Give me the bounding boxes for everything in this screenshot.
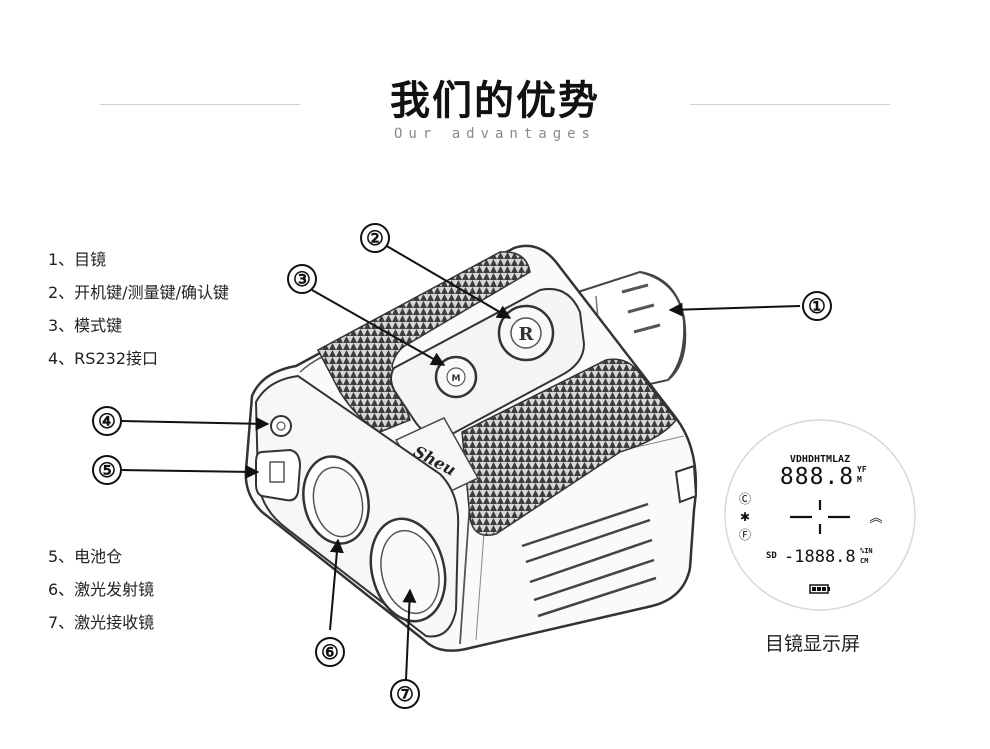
legend-item: 5、电池仓 (48, 547, 123, 566)
callout-7: ⑦ (390, 679, 420, 709)
callout-1: ① (802, 291, 832, 321)
callout-6: ⑥ (315, 637, 345, 667)
display-sd-unit-top: %IN (860, 547, 873, 555)
callout-5: ⑤ (92, 455, 122, 485)
legend-item: 2、开机键/测量键/确认键 (48, 283, 229, 302)
legend-top: 1、目镜 2、开机键/测量键/确认键 3、模式键 4、RS232接口 (48, 243, 229, 375)
legend-item: 7、激光接收镜 (48, 613, 155, 632)
legend-item: 3、模式键 (48, 316, 123, 335)
rs232-port (270, 415, 292, 437)
grip-panel-side (461, 358, 677, 536)
callout-number: ② (366, 226, 384, 250)
callout-number: ① (808, 294, 826, 318)
reticle-icon (790, 500, 850, 534)
display-sd-label: SD (766, 551, 777, 561)
legend-item: 1、目镜 (48, 250, 107, 269)
chevron-up-icon: ︽ (869, 511, 882, 526)
grip-panel-top (316, 251, 531, 433)
leader-line-1 (668, 302, 801, 317)
callout-number: ④ (98, 409, 116, 433)
page-subtitle: Our advantages (393, 126, 596, 142)
bluetooth-icon: ✱ (740, 510, 750, 524)
leader-line-3 (311, 289, 446, 366)
callout-number: ⑦ (396, 682, 414, 706)
leader-line-2 (384, 244, 512, 319)
legend-item: 4、RS232接口 (48, 349, 158, 368)
leader-line-4 (121, 416, 270, 431)
laser-receiver-lens (369, 517, 447, 623)
laser-emitter-lens (302, 455, 370, 545)
leader-line-5 (121, 464, 260, 479)
mode-button[interactable]: M (434, 355, 478, 399)
eyepiece-display: VDHDHTMLAZ 888.8 YF M Ⓒ ✱ Ⓕ ︽ SD -1888.8… (724, 419, 916, 611)
button-m-label: M (452, 374, 461, 384)
button-r-label: R (519, 324, 535, 345)
leader-line-6 (329, 538, 344, 631)
callout-4: ④ (92, 406, 122, 436)
display-f-icon: Ⓕ (739, 528, 751, 542)
leader-lines (121, 244, 801, 681)
title-divider-right (690, 104, 890, 105)
display-c-icon: Ⓒ (739, 492, 751, 506)
battery-icon (809, 584, 830, 594)
callout-2: ② (360, 223, 390, 253)
display-caption: 目镜显示屏 (765, 633, 861, 655)
page-title: 我们的优势 (390, 78, 600, 124)
callout-number: ⑤ (98, 458, 116, 482)
callout-3: ③ (287, 264, 317, 294)
callout-number: ⑥ (321, 640, 339, 664)
power-measure-button[interactable]: R (497, 304, 555, 362)
display-sd-digits: -1888.8 (784, 547, 856, 567)
callout-number: ③ (293, 267, 311, 291)
display-unit-top: YF (857, 465, 867, 474)
display-sd-unit-bottom: CM (860, 557, 868, 565)
display-main-digits: 888.8 (780, 464, 854, 490)
battery-compartment (255, 448, 302, 502)
display-mode-row: VDHDHTMLAZ (790, 454, 850, 465)
legend-item: 6、激光发射镜 (48, 580, 155, 599)
leader-line-7 (402, 588, 417, 681)
display-unit-bottom: M (857, 475, 862, 484)
title-divider-left (100, 104, 300, 105)
legend-bottom: 5、电池仓 6、激光发射镜 7、激光接收镜 (48, 540, 154, 639)
